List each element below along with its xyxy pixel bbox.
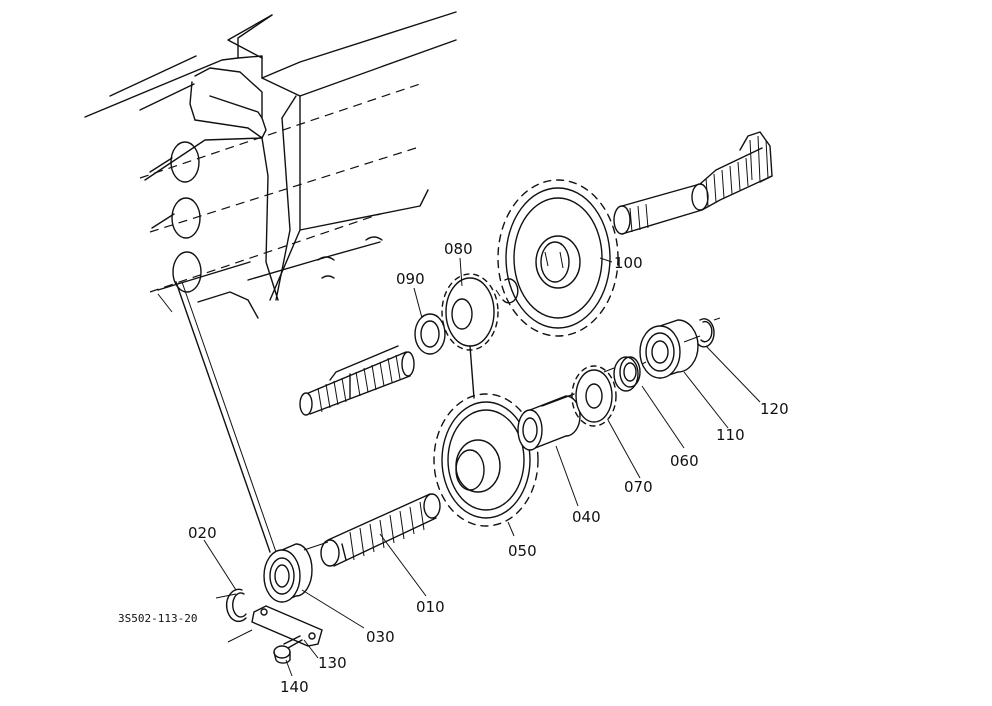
assembly-lines bbox=[175, 281, 721, 643]
gear-050 bbox=[433, 393, 539, 527]
snap-ring-120 bbox=[697, 318, 715, 348]
spacer-060 bbox=[613, 356, 641, 392]
sleeve-040 bbox=[517, 393, 581, 452]
label-120: 120 bbox=[760, 400, 789, 418]
transmission-housing bbox=[84, 11, 457, 319]
lower-splined-shaft-010 bbox=[320, 493, 441, 567]
label-070: 070 bbox=[624, 478, 653, 496]
lock-plate-130 bbox=[251, 605, 323, 647]
label-140: 140 bbox=[280, 678, 309, 696]
label-130: 130 bbox=[318, 654, 347, 672]
drawing-reference: 3S502-113-20 bbox=[118, 612, 197, 625]
snap-ring-020 bbox=[225, 588, 247, 623]
label-040: 040 bbox=[572, 508, 601, 526]
part-labels: 100 080 090 120 110 060 070 040 050 010 … bbox=[118, 240, 789, 696]
middle-splined-shaft bbox=[299, 345, 415, 416]
gear-080 bbox=[441, 273, 499, 351]
gear-070 bbox=[571, 365, 617, 427]
label-leaders bbox=[203, 257, 761, 677]
washer-090 bbox=[414, 313, 446, 355]
label-100: 100 bbox=[614, 254, 643, 272]
bearing-110 bbox=[639, 319, 699, 379]
gear-100 bbox=[497, 179, 619, 337]
bearing-030 bbox=[263, 543, 313, 604]
label-050: 050 bbox=[508, 542, 537, 560]
label-020: 020 bbox=[188, 524, 217, 542]
label-030: 030 bbox=[366, 628, 395, 646]
label-010: 010 bbox=[416, 598, 445, 616]
snap-ring-small bbox=[502, 278, 519, 304]
bolt-140 bbox=[273, 635, 303, 664]
label-080: 080 bbox=[444, 240, 473, 258]
label-110: 110 bbox=[716, 426, 745, 444]
upper-splined-shaft bbox=[613, 131, 773, 235]
label-060: 060 bbox=[670, 452, 699, 470]
label-090: 090 bbox=[396, 270, 425, 288]
